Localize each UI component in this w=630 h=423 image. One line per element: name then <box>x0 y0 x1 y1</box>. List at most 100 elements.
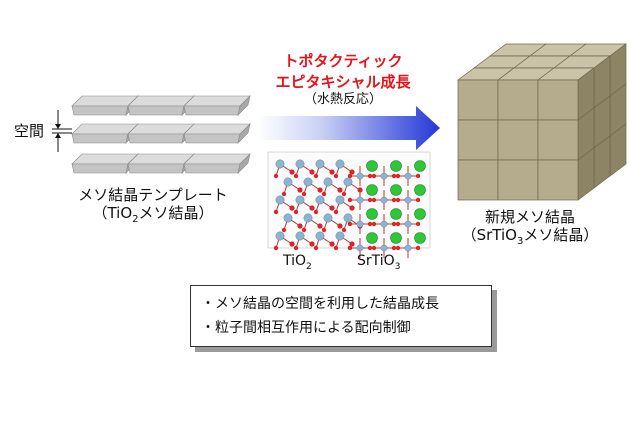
o-atom <box>289 241 295 247</box>
new-mesocrystal-title: 新規メソ結晶 （SrTiO3メソ結晶） <box>440 208 620 248</box>
o-atom <box>341 191 347 197</box>
o-atom <box>289 205 295 211</box>
o-atom <box>347 173 353 179</box>
o-atom <box>391 245 397 251</box>
sr-atom <box>390 160 402 172</box>
sr-atom <box>414 208 426 220</box>
ti-atom <box>295 195 305 205</box>
ti-atom <box>283 177 293 187</box>
sr-atom <box>390 208 402 220</box>
template-title: メソ結晶テンプレート （TiO2メソ結晶） <box>48 186 258 226</box>
sr-atom <box>366 208 378 220</box>
sr-atom <box>366 184 378 196</box>
ti-atom <box>275 159 285 169</box>
o-atom <box>349 169 355 175</box>
o-atom <box>347 245 353 251</box>
crystal-cube <box>497 159 539 201</box>
o-atom <box>309 169 315 175</box>
o-atom <box>329 169 335 175</box>
template-plate <box>127 123 195 144</box>
crystal-cube <box>497 119 539 161</box>
ti-atom <box>275 231 285 241</box>
o-atom <box>337 223 343 229</box>
gap-indicator <box>52 110 72 152</box>
template-plate <box>183 95 251 116</box>
o-atom <box>297 223 303 229</box>
ti-atom <box>380 172 388 180</box>
ti-atom <box>380 244 388 252</box>
ti-atom <box>275 195 285 205</box>
ti-atom <box>335 231 345 241</box>
o-atom <box>309 205 315 211</box>
o-atom <box>329 241 335 247</box>
o-atom <box>415 221 421 227</box>
o-atom <box>329 205 335 211</box>
ti-atom <box>295 159 305 169</box>
o-atom <box>273 209 279 215</box>
ti-atom <box>295 231 305 241</box>
ti-atom <box>404 244 412 252</box>
o-atom <box>273 245 279 251</box>
sr-atom <box>414 184 426 196</box>
o-atom <box>313 245 319 251</box>
o-atom <box>395 221 401 227</box>
sr-atom <box>366 160 378 172</box>
o-atom <box>415 173 421 179</box>
crystal-cube <box>537 147 595 201</box>
o-atom <box>317 187 323 193</box>
sr-atom <box>390 184 402 196</box>
o-atom <box>371 197 377 203</box>
o-atom <box>281 191 287 197</box>
o-atom <box>367 197 373 203</box>
o-atom <box>333 245 339 251</box>
o-atom <box>349 205 355 211</box>
process-condition: （水熱反応） <box>303 92 382 107</box>
o-atom <box>391 197 397 203</box>
ti-atom <box>404 172 412 180</box>
ti-atom <box>380 196 388 204</box>
o-atom <box>273 173 279 179</box>
o-atom <box>415 245 421 251</box>
sr-atom <box>414 160 426 172</box>
ti-atom <box>343 177 353 187</box>
srtio3-label: SrTiO3 <box>357 253 401 272</box>
o-atom <box>333 209 339 215</box>
gap-label: 空間 <box>14 122 45 140</box>
ti-atom <box>356 196 364 204</box>
summary-item-2: ・粒子間相互作用による配向制御 <box>201 320 411 336</box>
new-mesocrystal-title-line2: （SrTiO3メソ結晶） <box>461 226 599 247</box>
ti-atom <box>356 172 364 180</box>
o-atom <box>367 221 373 227</box>
o-atom <box>313 209 319 215</box>
ti-atom <box>315 231 325 241</box>
process-line2: エピタキシャル成長 <box>275 73 411 91</box>
process-label: トポタクティック エピタキシャル成長 （水熱反応） <box>258 50 428 108</box>
template-title-line1: メソ結晶テンプレート <box>78 186 228 204</box>
o-atom <box>317 223 323 229</box>
o-atom <box>347 197 353 203</box>
o-atom <box>321 227 327 233</box>
template-plate <box>183 153 251 174</box>
crystal-cube <box>536 67 596 121</box>
crystal-cube <box>457 119 499 161</box>
crystal-cube <box>537 107 595 161</box>
o-atom <box>395 173 401 179</box>
o-atom <box>293 245 299 251</box>
ti-atom <box>356 220 364 228</box>
o-atom <box>301 227 307 233</box>
crystal-cube <box>496 67 556 121</box>
o-atom <box>395 245 401 251</box>
process-line1: トポタクティック <box>283 52 403 70</box>
o-atom <box>391 173 397 179</box>
template-title-line2: （TiO2メソ結晶） <box>92 204 214 225</box>
ti-atom <box>404 220 412 228</box>
sr-atom <box>366 232 378 244</box>
ti-atom <box>323 177 333 187</box>
o-atom <box>347 221 353 227</box>
o-atom <box>289 169 295 175</box>
ti-atom <box>315 159 325 169</box>
